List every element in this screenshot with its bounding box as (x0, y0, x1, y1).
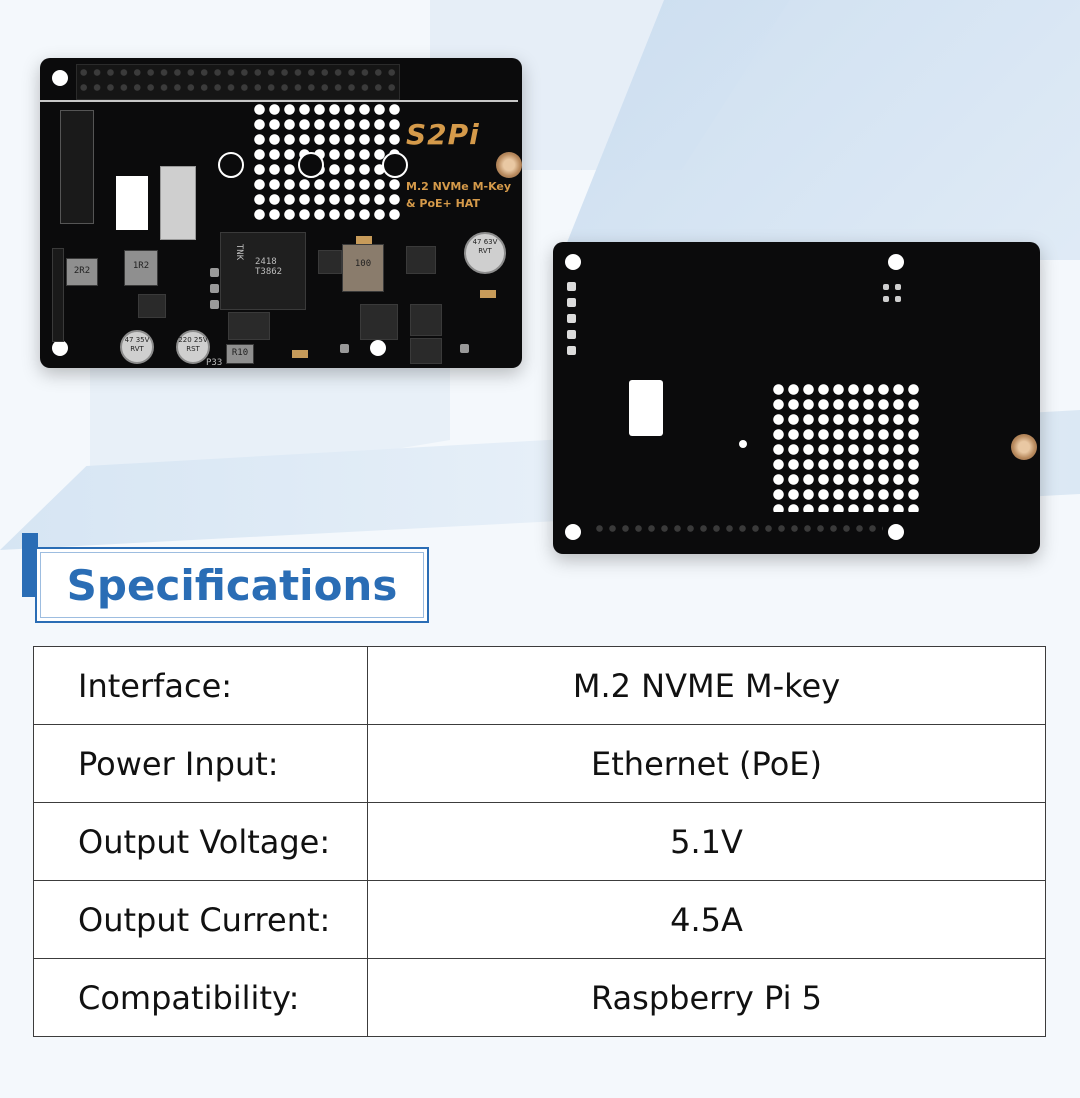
ic-chip (228, 312, 270, 340)
gold-component (480, 290, 496, 298)
gold-component (292, 350, 308, 358)
table-row: Interface: M.2 NVME M-key (33, 646, 1046, 725)
subtitle-line-1: M.2 NVMe M-Key (406, 180, 512, 193)
specifications-heading: Specifications (66, 560, 398, 610)
mount-ring (298, 152, 324, 178)
pad (567, 282, 576, 291)
specifications-table: Interface: M.2 NVME M-key Power Input: E… (33, 646, 1046, 1037)
jumper (360, 304, 398, 340)
silkscreen-line (40, 100, 518, 102)
background-shape (560, 0, 1080, 260)
gold-component (356, 236, 372, 244)
pin-row (52, 248, 64, 342)
transformer: TNK 2418 T3862 (220, 232, 306, 310)
inductor: 2R2 (66, 258, 98, 286)
pad (340, 344, 349, 353)
spec-value: Ethernet (PoE) (367, 724, 1046, 803)
spec-label: Interface: (33, 646, 368, 725)
choke-inductor: 100 (342, 244, 384, 292)
specifications-heading-box: Specifications (35, 547, 429, 623)
pad (210, 268, 219, 277)
board-subtitle: M.2 NVMe M-Key & PoE+ HAT (406, 178, 511, 212)
pad (883, 296, 889, 302)
gpio-header (76, 64, 400, 100)
inductor-label: 2R2 (73, 266, 91, 276)
mount-hole (888, 524, 904, 540)
subtitle-line-2: & PoE+ HAT (406, 197, 480, 210)
vent-grid (252, 102, 404, 224)
vent-grid (771, 382, 923, 512)
pad (210, 284, 219, 293)
transformer-label: TNK (234, 243, 245, 261)
capacitor: 47 63V RVT (464, 232, 506, 274)
spec-label: Output Current: (33, 880, 368, 959)
resistor: R10 (226, 344, 254, 364)
white-pad (116, 176, 148, 230)
pin-holes (593, 522, 883, 538)
inductor: 1R2 (124, 250, 158, 286)
pad (567, 314, 576, 323)
table-row: Output Current: 4.5A (33, 880, 1046, 959)
back-board-image (553, 242, 1040, 554)
mount-hole (52, 340, 68, 356)
spec-label: Compatibility: (33, 958, 368, 1037)
capacitor: 220 25V RST (176, 330, 210, 364)
ic-chip (410, 304, 442, 336)
mount-ring (218, 152, 244, 178)
capacitor: 47 35V RVT (120, 330, 154, 364)
pad (567, 346, 576, 355)
silk-label: P33 (206, 358, 223, 368)
pad (895, 296, 901, 302)
pad (567, 330, 576, 339)
spec-value: M.2 NVME M-key (367, 646, 1046, 725)
ic-chip (318, 250, 342, 274)
heading-inner-border (40, 552, 424, 618)
spec-value: Raspberry Pi 5 (367, 958, 1046, 1037)
ic-chip (138, 294, 166, 318)
mount-ring (382, 152, 408, 178)
pad (460, 344, 469, 353)
brand-logo: S2Pi (406, 118, 480, 151)
mount-hole (370, 340, 386, 356)
inductor-label: 1R2 (132, 261, 150, 271)
spec-value: 5.1V (367, 802, 1046, 881)
ffc-connector (160, 166, 196, 240)
mount-hole (565, 254, 581, 270)
via (739, 440, 747, 448)
ic-chip (410, 338, 442, 364)
pad (883, 284, 889, 290)
choke-label: 100 (354, 259, 372, 269)
white-pad (629, 380, 663, 436)
mount-hole (888, 254, 904, 270)
spec-label: Output Voltage: (33, 802, 368, 881)
brass-standoff (496, 152, 522, 178)
m2-slot (60, 110, 94, 224)
pad (895, 284, 901, 290)
pad (210, 300, 219, 309)
table-row: Compatibility: Raspberry Pi 5 (33, 958, 1046, 1037)
spec-label: Power Input: (33, 724, 368, 803)
mount-hole (565, 524, 581, 540)
front-board-image: S2Pi M.2 NVMe M-Key & PoE+ HAT TNK 2418 … (40, 58, 522, 368)
transformer-code: 2418 T3862 (255, 257, 283, 277)
heading-accent (22, 533, 38, 597)
brass-standoff (1011, 434, 1037, 460)
table-row: Output Voltage: 5.1V (33, 802, 1046, 881)
mount-hole (52, 70, 68, 86)
resistor-label: R10 (231, 348, 249, 358)
ic-chip (406, 246, 436, 274)
table-row: Power Input: Ethernet (PoE) (33, 724, 1046, 803)
spec-value: 4.5A (367, 880, 1046, 959)
pad (567, 298, 576, 307)
